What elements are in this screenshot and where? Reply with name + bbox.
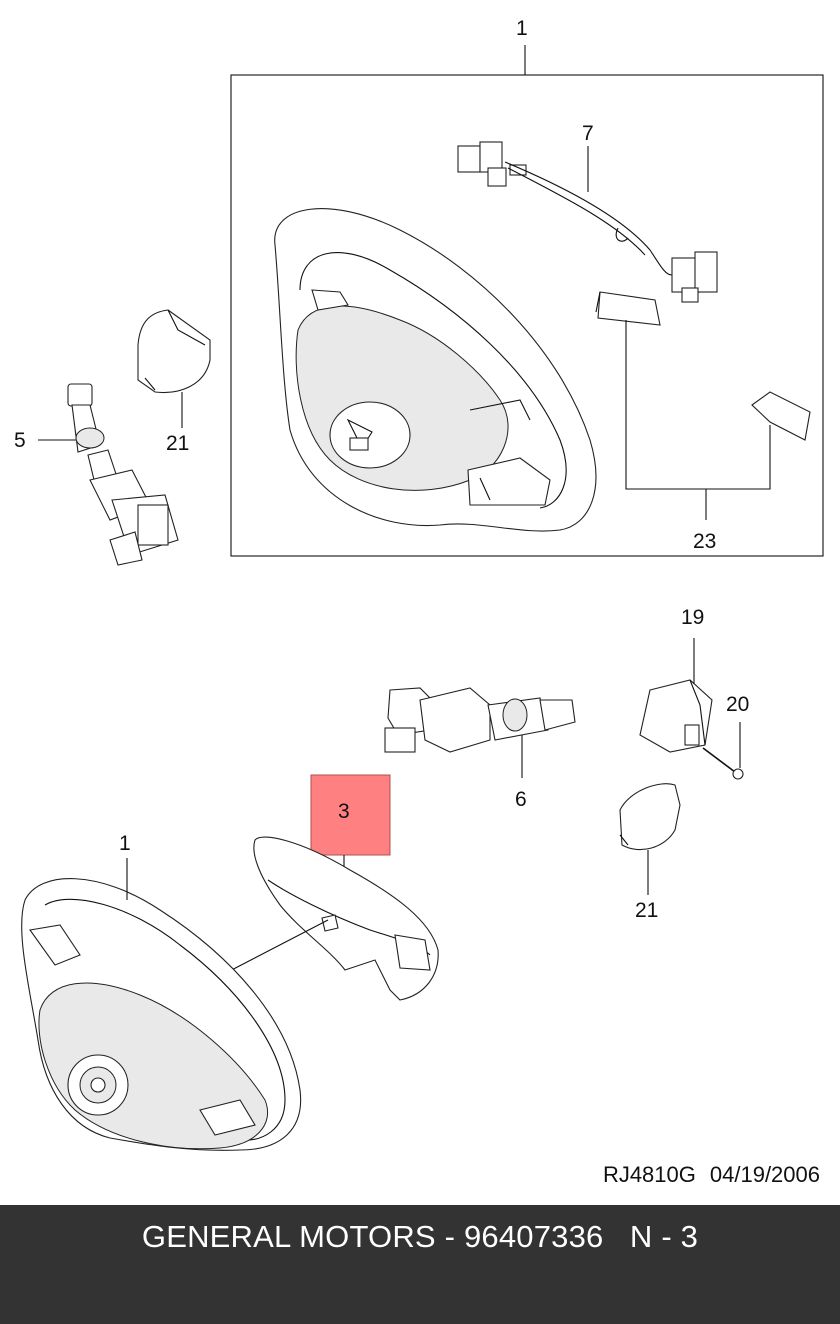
screw: 20: [702, 693, 749, 780]
parts-diagram: 1 7 23: [14, 17, 824, 1151]
callout-21-right: 21: [635, 899, 658, 922]
drawing-reference: RJ4810G 04/19/2006: [603, 1162, 820, 1188]
horn-pad-cover: [253, 836, 439, 1001]
cover-right: 21: [619, 783, 681, 922]
clip-parts: 23: [595, 291, 811, 553]
highlight-box: [310, 774, 391, 856]
callout-1-top: 1: [516, 17, 528, 40]
callout-6: 6: [515, 788, 527, 811]
drawing-code: RJ4810G: [602, 1162, 696, 1187]
callout-3: 3: [338, 800, 350, 823]
cover-left: 21: [137, 309, 211, 455]
switch-left: 5: [14, 383, 179, 566]
callout-5: 5: [14, 429, 26, 452]
footer-bar: GENERAL MOTORS - 96407336 N - 3: [0, 1205, 840, 1324]
footer-title: GENERAL MOTORS - 96407336 N - 3: [141, 1219, 699, 1254]
steering-wheel-bottom: 1: [21, 832, 302, 1151]
switch-right: 6: [384, 687, 576, 811]
drawing-date: 04/19/2006: [709, 1162, 820, 1187]
callout-21-left: 21: [166, 432, 189, 455]
bracket: 19: [639, 606, 713, 753]
callout-1-bottom: 1: [119, 832, 131, 855]
callout-7: 7: [582, 122, 594, 145]
callout-20: 20: [726, 693, 749, 716]
wire-harness: 7: [457, 122, 718, 303]
steering-wheel-top: [274, 208, 597, 532]
callout-19: 19: [681, 606, 704, 629]
kit-frame: [230, 74, 824, 557]
callout-23: 23: [693, 530, 716, 553]
